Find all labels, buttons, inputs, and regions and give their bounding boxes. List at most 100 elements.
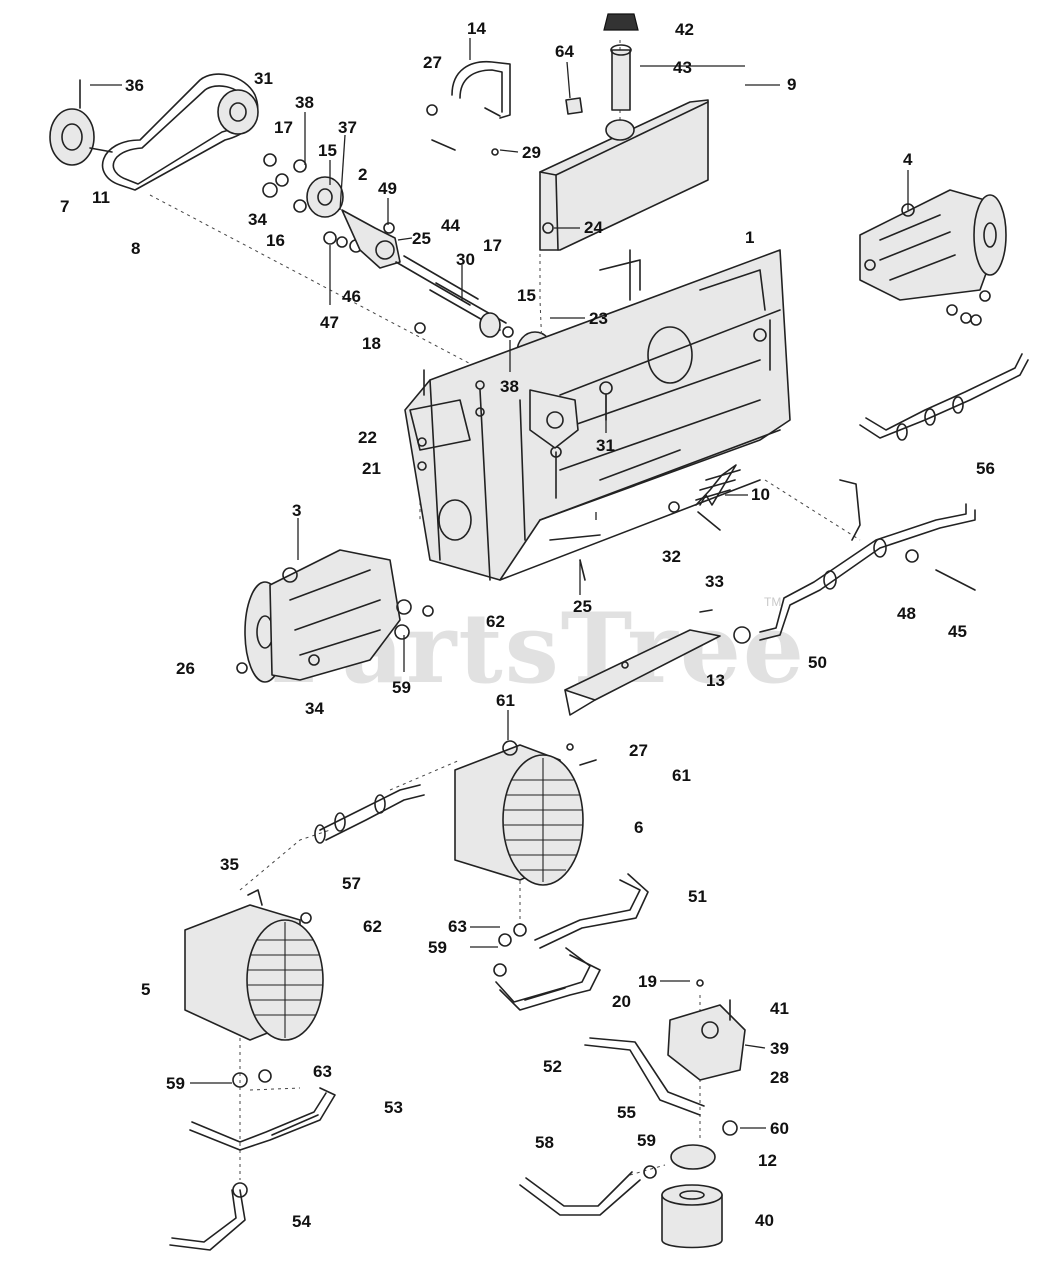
callout: 48 xyxy=(897,604,916,623)
spring xyxy=(668,464,741,531)
callout: 32 xyxy=(662,547,681,566)
callout: 10 xyxy=(751,485,770,504)
callout: 18 xyxy=(362,334,381,353)
callout: 40 xyxy=(755,1211,774,1230)
callout: 31 xyxy=(596,436,615,455)
hose-53-54 xyxy=(169,1069,336,1251)
callout: 34 xyxy=(248,210,267,229)
callout: 60 xyxy=(770,1119,789,1138)
callout: 59 xyxy=(392,678,411,697)
pump-left xyxy=(236,549,434,683)
callout: 49 xyxy=(378,179,397,198)
callout: 37 xyxy=(338,118,357,137)
pump-bottom-left xyxy=(184,889,324,1041)
callout: 23 xyxy=(589,309,608,328)
callout: 15 xyxy=(318,141,337,160)
idler-pulley-icon xyxy=(217,89,259,135)
callout: 61 xyxy=(496,691,515,710)
callout: 57 xyxy=(342,874,361,893)
callout: 15 xyxy=(517,286,536,305)
callout: 2 xyxy=(358,165,367,184)
callout: 3 xyxy=(292,501,301,520)
callout: 5 xyxy=(141,980,150,999)
callout: 47 xyxy=(320,313,339,332)
callout: 26 xyxy=(176,659,195,678)
callout: 25 xyxy=(573,597,592,616)
callout: 62 xyxy=(486,612,505,631)
callout: 42 xyxy=(675,20,694,39)
callout: 28 xyxy=(770,1068,789,1087)
callout: 7 xyxy=(60,197,69,216)
callout: 20 xyxy=(612,992,631,1011)
drive-belt-assembly xyxy=(49,73,259,191)
callout: 4 xyxy=(903,150,913,169)
callout: 55 xyxy=(617,1103,636,1122)
callout: 29 xyxy=(522,143,541,162)
callout: 8 xyxy=(131,239,140,258)
callout: 19 xyxy=(638,972,657,991)
callout: 31 xyxy=(254,69,273,88)
callout: 11 xyxy=(92,188,110,207)
callout: 59 xyxy=(428,938,447,957)
callout: 6 xyxy=(634,818,643,837)
callout: 33 xyxy=(705,572,724,591)
callout: 59 xyxy=(637,1131,656,1150)
filter-head-icon xyxy=(670,1144,716,1170)
callout: 63 xyxy=(448,917,467,936)
callout: 36 xyxy=(125,76,144,95)
callout: 62 xyxy=(363,917,382,936)
callout: 17 xyxy=(483,236,502,255)
rail-bar xyxy=(564,629,721,716)
pump-center xyxy=(454,740,597,886)
callout: 30 xyxy=(456,250,475,269)
callout: 1 xyxy=(745,228,754,247)
watermark-tm: TM xyxy=(764,595,781,609)
callout: 41 xyxy=(770,999,789,1018)
callout: 22 xyxy=(358,428,377,447)
callout: 16 xyxy=(266,231,285,250)
callout: 50 xyxy=(808,653,827,672)
callout: 27 xyxy=(423,53,442,72)
callout: 43 xyxy=(673,58,692,77)
callout: 61 xyxy=(672,766,691,785)
callout: 54 xyxy=(292,1212,311,1231)
callout: 53 xyxy=(384,1098,403,1117)
filter-assembly xyxy=(661,979,746,1249)
callout: 52 xyxy=(543,1057,562,1076)
hose-52-58 xyxy=(519,1037,738,1216)
pipe-56 xyxy=(859,353,1029,441)
callout: 24 xyxy=(584,218,603,237)
callout: 38 xyxy=(295,93,314,112)
callout: 12 xyxy=(758,1151,777,1170)
main-frame xyxy=(404,249,791,581)
callout: 56 xyxy=(976,459,995,478)
illustration xyxy=(49,13,1029,1251)
pump-top-right xyxy=(859,189,1007,326)
callout: 25 xyxy=(412,229,431,248)
pulley-icon xyxy=(49,108,95,166)
callout: 46 xyxy=(342,287,361,306)
callout: 38 xyxy=(500,377,519,396)
callout: 59 xyxy=(166,1074,185,1093)
reservoir-tank xyxy=(539,13,709,251)
callout: 39 xyxy=(770,1039,789,1058)
callout: 17 xyxy=(274,118,293,137)
callouts: 1 2 3 4 5 6 7 8 9 10 11 12 13 14 15 15 1… xyxy=(60,19,995,1231)
hose-51 xyxy=(493,873,649,1011)
oil-filter-icon xyxy=(661,1194,723,1249)
leader-lines xyxy=(90,38,909,1129)
callout: 9 xyxy=(787,75,796,94)
callout: 64 xyxy=(555,42,574,61)
callout: 35 xyxy=(220,855,239,874)
callout: 51 xyxy=(688,887,707,906)
callout: 44 xyxy=(441,216,460,235)
callout: 27 xyxy=(629,741,648,760)
tube-bracket xyxy=(426,60,511,156)
callout: 13 xyxy=(706,671,725,690)
callout: 45 xyxy=(948,622,967,641)
callout: 21 xyxy=(362,459,381,478)
callout: 63 xyxy=(313,1062,332,1081)
callout: 14 xyxy=(467,19,486,38)
hose-57 xyxy=(314,784,425,844)
